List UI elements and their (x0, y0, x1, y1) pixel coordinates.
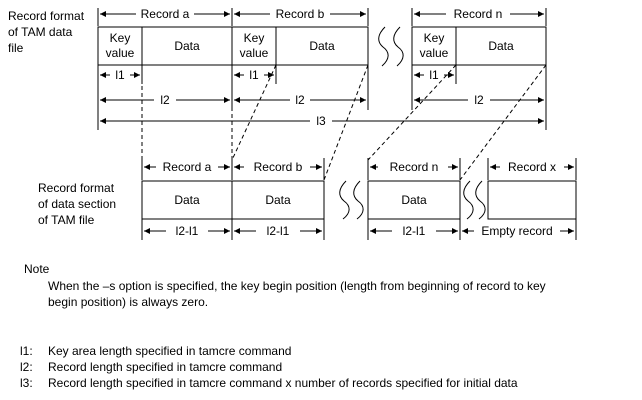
dim-l2-label: l2 (160, 93, 170, 107)
bottom-caption: Record format of data section of TAM fil… (38, 181, 116, 227)
top-record-n-label: Record n (454, 7, 503, 21)
caption-line: of TAM file (38, 213, 95, 227)
caption-line: Record format (38, 181, 115, 195)
bottom-record-a-label: Record a (163, 160, 212, 174)
note-line: begin position) is always zero. (48, 295, 209, 309)
top-record-b-label: Record b (276, 7, 325, 21)
dim-l1-label: l1 (429, 68, 439, 82)
projection-line (459, 64, 547, 181)
value-label: value (420, 46, 449, 60)
caption-line: file (8, 41, 24, 55)
data-label: Data (488, 39, 514, 53)
break-mark (353, 180, 364, 220)
bottom-record-x-label: Record x (508, 160, 556, 174)
note-line: When the –s option is specified, the key… (48, 279, 546, 293)
legend-key-l1: l1: (20, 344, 33, 358)
top-record-a-label: Record a (141, 7, 190, 21)
bottom-data-a (141, 180, 233, 220)
top-data-b (275, 26, 369, 66)
caption-line: of data section (38, 197, 116, 211)
top-key-n (411, 26, 457, 66)
break-mark (339, 180, 350, 220)
dim-l2-l1-label: l2-l1 (267, 224, 290, 238)
legend-text-l3: Record length specified in tamcre comman… (48, 376, 518, 390)
dim-l1-label: l1 (115, 68, 125, 82)
note-heading: Note (24, 262, 50, 276)
data-label: Data (174, 193, 200, 207)
value-label: value (106, 46, 135, 60)
dim-l2-label: l2 (295, 93, 305, 107)
break-mark (475, 180, 486, 220)
top-caption: Record format of TAM data file (8, 9, 85, 55)
dim-l2-label: l2 (474, 93, 484, 107)
value-label: value (240, 46, 269, 60)
top-data-n (455, 26, 547, 66)
projection-line (367, 64, 457, 161)
data-label: Data (174, 39, 200, 53)
data-label: Data (265, 193, 291, 207)
bottom-record-b-label: Record b (254, 160, 303, 174)
top-key-b (231, 26, 277, 66)
break-mark (393, 26, 404, 67)
dim-l1-label: l1 (249, 68, 259, 82)
bottom-data-n (367, 180, 461, 220)
empty-record-label: Empty record (481, 224, 552, 238)
key-label: Key (110, 31, 131, 45)
bottom-empty-record (487, 180, 577, 220)
dim-l2-l1-label: l2-l1 (176, 224, 199, 238)
data-label: Data (401, 193, 427, 207)
key-label: Key (244, 31, 265, 45)
break-mark (463, 180, 474, 220)
bottom-data-b (231, 180, 325, 220)
bottom-record-n-label: Record n (390, 160, 439, 174)
projection-line (231, 64, 277, 161)
key-label: Key (424, 31, 445, 45)
legend-text-l2: Record length specified in tamcre comman… (48, 360, 283, 374)
caption-line: Record format (8, 9, 85, 23)
dim-l2-l1-label: l2-l1 (403, 224, 426, 238)
caption-line: of TAM data (8, 25, 73, 39)
data-label: Data (309, 39, 335, 53)
legend-key-l2: l2: (20, 360, 33, 374)
dim-l3-label: l3 (316, 114, 326, 128)
legend-text-l1: Key area length specified in tamcre comm… (48, 344, 292, 358)
legend-key-l3: l3: (20, 376, 33, 390)
break-mark (378, 26, 389, 67)
